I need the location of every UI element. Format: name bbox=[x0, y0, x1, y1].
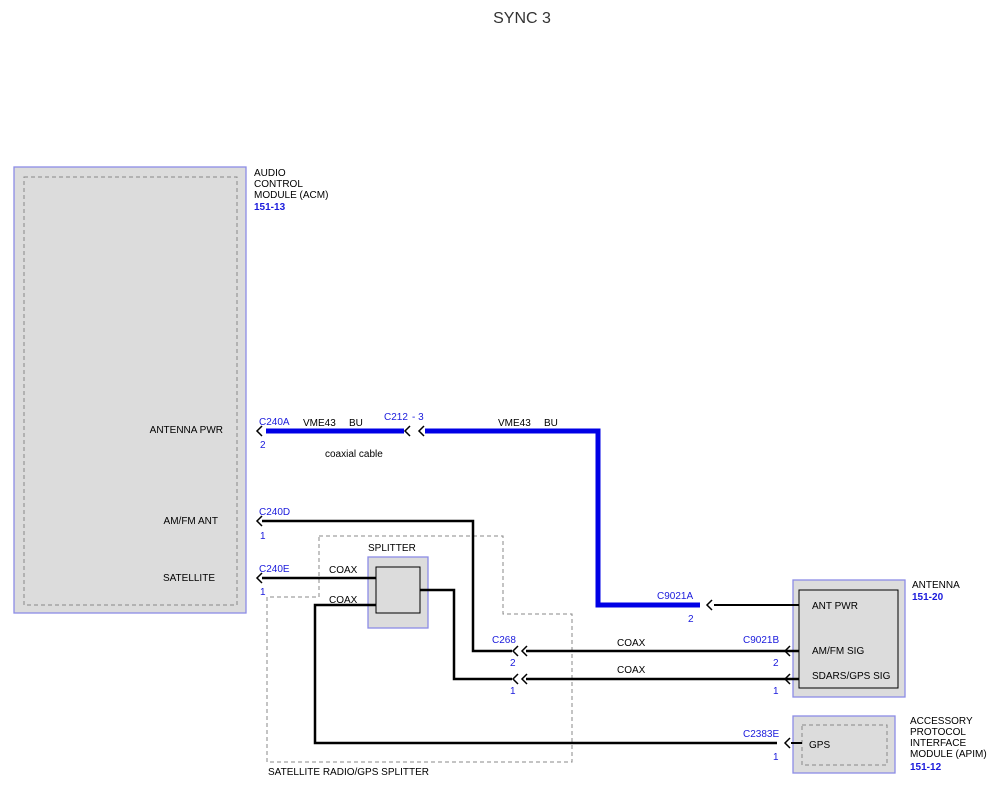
connector-c240d-symbol[interactable] bbox=[255, 515, 263, 527]
wire-amfm-acm-to-c268[interactable] bbox=[262, 519, 512, 653]
antenna-inner bbox=[798, 589, 899, 689]
wire-label-vme43-right: VME43 bbox=[498, 418, 531, 429]
antenna-pin-sdars-gps-sig: SDARS/GPS SIG bbox=[812, 671, 891, 682]
apim-name-line-1: ACCESSORY bbox=[910, 716, 973, 727]
connector-c9021b-pin-lower: 1 bbox=[773, 686, 779, 697]
connector-c268-id: C268 bbox=[492, 635, 516, 646]
connector-c9021a-pin: 2 bbox=[688, 614, 694, 625]
antenna-name: ANTENNA bbox=[912, 580, 960, 591]
connector-c2383e-pin: 1 bbox=[773, 752, 779, 763]
splitter-label: SPLITTER bbox=[368, 543, 416, 554]
connector-c240e-id: C240E bbox=[259, 564, 290, 575]
connector-c9021a-symbol[interactable] bbox=[705, 599, 713, 611]
wire-label-vme43-left: VME43 bbox=[303, 418, 336, 429]
apim-reference[interactable]: 151-12 bbox=[910, 762, 942, 773]
apim-inner-border bbox=[801, 724, 888, 766]
connector-c9021b-symbol[interactable] bbox=[783, 645, 791, 685]
apim-name-line-2: PROTOCOL bbox=[910, 727, 966, 738]
apim-module[interactable] bbox=[792, 715, 896, 774]
satellite-gps-splitter-assembly bbox=[266, 535, 573, 763]
connector-c212-id: C212 bbox=[384, 412, 408, 423]
connector-c240a-id: C240A bbox=[259, 417, 290, 428]
acm-pin-amfm-ant: AM/FM ANT bbox=[164, 516, 218, 527]
wire-label-coax-sdars: COAX bbox=[617, 665, 646, 676]
connector-c268-symbol[interactable] bbox=[511, 645, 528, 685]
connector-c268-pin-upper: 2 bbox=[510, 658, 516, 669]
connector-c240d-id: C240D bbox=[259, 507, 290, 518]
connector-c2383e-id: C2383E bbox=[743, 729, 779, 740]
acm-name-line-1: AUDIO bbox=[254, 168, 286, 179]
wire-splitter-to-apim-gps[interactable] bbox=[313, 603, 777, 745]
connector-c240e-symbol[interactable] bbox=[255, 572, 263, 584]
acm-module[interactable] bbox=[13, 166, 247, 614]
connector-c9021b-pin-upper: 2 bbox=[773, 658, 779, 669]
acm-name-line-2: CONTROL bbox=[254, 179, 303, 190]
wire-label-coax-gps: COAX bbox=[329, 595, 358, 606]
wire-label-coax-satellite: COAX bbox=[329, 565, 358, 576]
wire-antenna-power-antenna-side[interactable] bbox=[425, 428, 700, 608]
splitter-module[interactable] bbox=[367, 556, 429, 629]
antenna-pin-ant-pwr: ANT PWR bbox=[812, 601, 858, 612]
splitter-core bbox=[375, 566, 421, 614]
apim-name-line-3: INTERFACE bbox=[910, 738, 966, 749]
wire-splitter-to-c268[interactable] bbox=[420, 588, 512, 681]
wire-color-bu-right: BU bbox=[544, 418, 558, 429]
wire-label-coax-amfm: COAX bbox=[617, 638, 646, 649]
acm-module-inner-border bbox=[23, 176, 238, 606]
acm-reference[interactable]: 151-13 bbox=[254, 202, 286, 213]
acm-pin-antenna-pwr: ANTENNA PWR bbox=[150, 425, 223, 436]
splitter-assembly-label: SATELLITE RADIO/GPS SPLITTER bbox=[268, 767, 429, 778]
antenna-pin-amfm-sig: AM/FM SIG bbox=[812, 646, 864, 657]
acm-name-line-3: MODULE (ACM) bbox=[254, 190, 328, 201]
apim-name-line-4: MODULE (APIM) bbox=[910, 749, 987, 760]
connector-c268-pin-lower: 1 bbox=[510, 686, 516, 697]
acm-pin-satellite: SATELLITE bbox=[163, 573, 215, 584]
connector-c9021a-id: C9021A bbox=[657, 591, 693, 602]
connector-c2383e-symbol[interactable] bbox=[783, 737, 791, 749]
connector-c240a-pin: 2 bbox=[260, 440, 266, 451]
diagram-title: SYNC 3 bbox=[493, 10, 551, 27]
connector-c240e-pin: 1 bbox=[260, 587, 266, 598]
connector-c240d-pin: 1 bbox=[260, 531, 266, 542]
antenna-reference[interactable]: 151-20 bbox=[912, 592, 944, 603]
connector-c212-pin: - 3 bbox=[412, 412, 424, 423]
apim-pin-gps: GPS bbox=[809, 740, 830, 751]
acm-module-body bbox=[13, 166, 247, 614]
wire-color-bu-left: BU bbox=[349, 418, 363, 429]
connector-c212-symbol[interactable] bbox=[403, 425, 425, 437]
antenna-module[interactable] bbox=[792, 579, 906, 698]
wire-note-coaxial-cable: coaxial cable bbox=[325, 449, 383, 460]
connector-c240a-symbol[interactable] bbox=[255, 425, 263, 437]
connector-c9021b-id: C9021B bbox=[743, 635, 779, 646]
